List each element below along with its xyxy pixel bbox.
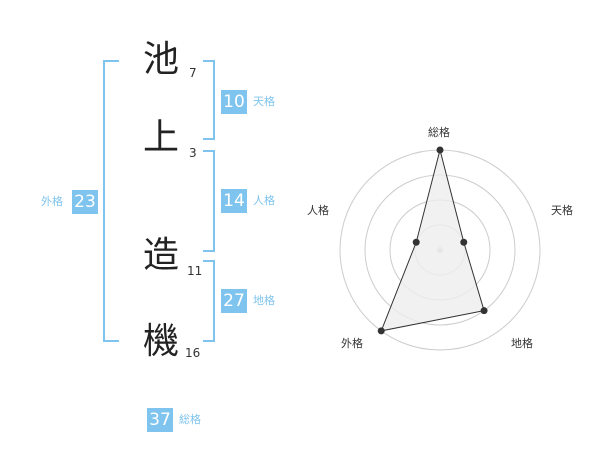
gaikaku-value: 23 <box>72 190 98 214</box>
tenkaku-value: 10 <box>221 90 247 114</box>
jinkaku-label: 人格 <box>253 194 275 207</box>
radar-axis-label-soukaku: 総格 <box>428 126 450 139</box>
radar-series-polygon <box>380 149 485 332</box>
jinkaku-value: 14 <box>221 189 247 213</box>
name-char-2: 上 <box>143 117 180 158</box>
chikaku-value: 27 <box>221 289 247 313</box>
radar-point-1 <box>460 238 468 246</box>
radar-axis-label-tenkaku: 天格 <box>551 204 573 217</box>
radar-axis-label-gaikaku: 外格 <box>341 337 363 350</box>
name-char-3: 造 <box>143 235 180 276</box>
radar-point-3 <box>377 327 385 335</box>
radar-point-0 <box>436 146 444 154</box>
jinkaku-bracket <box>203 150 215 252</box>
tenkaku-bracket <box>203 60 215 140</box>
stroke-count-1: 7 <box>189 66 197 80</box>
gaikaku-label: 外格 <box>41 195 63 208</box>
stroke-count-3: 11 <box>187 264 203 278</box>
gaikaku-bracket <box>103 60 119 342</box>
chikaku-label: 地格 <box>253 294 275 307</box>
radar-axis-label-jinkaku: 人格 <box>307 204 329 217</box>
radar-axis-label-chikaku: 地格 <box>511 337 533 350</box>
stroke-count-4: 16 <box>185 346 201 360</box>
chikaku-bracket <box>203 260 215 342</box>
radar-point-4 <box>412 238 420 246</box>
radar-point-2 <box>480 307 488 315</box>
soukaku-label: 総格 <box>179 413 201 426</box>
stroke-count-2: 3 <box>189 146 197 160</box>
name-char-1: 池 <box>143 39 180 80</box>
tenkaku-label: 天格 <box>253 95 275 108</box>
soukaku-value: 37 <box>147 408 173 432</box>
name-char-4: 機 <box>143 321 180 362</box>
